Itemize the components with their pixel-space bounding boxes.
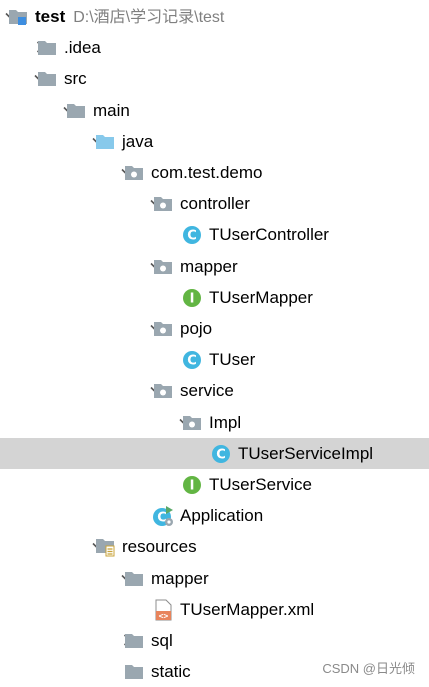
folder-icon — [123, 568, 145, 590]
node-name: mapper — [180, 256, 238, 276]
resources-folder-icon — [94, 536, 116, 558]
tree-node-sql[interactable]: sql — [0, 625, 429, 656]
tree-node-tuserservice[interactable]: I TUserService — [0, 469, 429, 500]
node-name: sql — [151, 631, 173, 650]
class-icon: C — [181, 224, 203, 246]
node-name: TUser — [209, 350, 256, 370]
tree-node-tuserserviceimpl[interactable]: C TUserServiceImpl — [0, 437, 429, 469]
xml-file-icon: <> — [152, 599, 174, 621]
tree-node-test[interactable]: test D:\酒店\学习记录\test — [0, 1, 429, 32]
node-name: TUserMapper — [209, 287, 313, 307]
node-name: test — [35, 7, 66, 26]
node-name: controller — [180, 194, 250, 214]
folder-icon — [36, 68, 58, 90]
node-name: .idea — [64, 38, 101, 58]
tree-node-src[interactable]: src — [0, 63, 429, 94]
tree-node-label: TUserMapper.xml — [180, 600, 314, 620]
svg-text:C: C — [216, 447, 226, 462]
tree-node-label: mapper — [180, 257, 238, 277]
tree-node-impl[interactable]: Impl — [0, 407, 429, 438]
tree-node-label: resources — [122, 537, 197, 557]
package-icon — [181, 412, 203, 434]
tree-node-label: com.test.demo — [151, 163, 263, 183]
node-name: TUserMapper.xml — [180, 599, 315, 619]
tree-node-label: service — [180, 381, 234, 401]
svg-text:C: C — [187, 229, 197, 244]
node-name: resources — [122, 537, 197, 557]
node-name: pojo — [180, 319, 213, 338]
tree-node-controller[interactable]: controller — [0, 188, 429, 219]
watermark: CSDN @日光倾 — [322, 661, 415, 676]
tree-node-label: TUser — [209, 350, 255, 370]
tree-node-label: pojo — [180, 319, 212, 339]
folder-icon — [123, 630, 145, 652]
tree-node-service[interactable]: service — [0, 375, 429, 406]
interface-icon: I — [181, 474, 203, 496]
tree-node-label: TUserMapper — [209, 288, 313, 308]
tree-node-application[interactable]: C Application — [0, 500, 429, 531]
tree-node-resources[interactable]: resources — [0, 531, 429, 562]
tree-node-label: test D:\酒店\学习记录\test — [35, 7, 224, 28]
node-name: TUserServiceImpl — [238, 443, 374, 463]
tree-node-label: main — [93, 101, 130, 121]
node-name: TUserController — [209, 225, 329, 245]
tree-node-label: Impl — [209, 413, 241, 433]
tree-node-com-test-demo[interactable]: com.test.demo — [0, 157, 429, 188]
node-name: src — [64, 69, 87, 89]
package-icon — [152, 256, 174, 278]
tree-node-static[interactable]: static — [0, 656, 429, 687]
package-icon — [152, 193, 174, 215]
node-name: java — [122, 131, 154, 151]
tree-node-label: controller — [180, 194, 250, 214]
project-path: D:\酒店\学习记录\test — [73, 9, 225, 26]
folder-icon — [123, 661, 145, 683]
tree-node-tusermapper-xml[interactable]: <> TUserMapper.xml — [0, 594, 429, 625]
tree-node-label: sql — [151, 631, 173, 651]
tree-node-java[interactable]: java — [0, 126, 429, 157]
tree-node-label: TUserServiceImpl — [238, 444, 373, 464]
class-icon: C — [210, 443, 232, 465]
node-name: Application — [180, 506, 264, 526]
folder-icon — [65, 100, 87, 122]
node-name: static — [151, 662, 191, 682]
svg-text:I: I — [190, 479, 195, 494]
node-name: TUserService — [209, 475, 312, 494]
tree-node-tusercontroller[interactable]: C TUserController — [0, 219, 429, 250]
tree-node-label: Application — [180, 506, 263, 526]
tree-node-idea[interactable]: .idea — [0, 32, 429, 63]
tree-node-label: src — [64, 69, 87, 89]
tree-node-mapper[interactable]: mapper — [0, 251, 429, 282]
tree-node-tusermapper[interactable]: I TUserMapper — [0, 282, 429, 313]
tree-node-label: TUserService — [209, 475, 312, 495]
tree-node-tuser[interactable]: C TUser — [0, 344, 429, 375]
svg-text:C: C — [187, 354, 197, 369]
package-icon — [152, 318, 174, 340]
svg-text:I: I — [190, 291, 195, 306]
folder-icon — [36, 37, 58, 59]
tree-node-label: mapper — [151, 569, 209, 589]
tree-node-pojo[interactable]: pojo — [0, 313, 429, 344]
tree-node-label: .idea — [64, 38, 101, 58]
svg-text:<>: <> — [159, 611, 169, 620]
tree-node-label: TUserController — [209, 225, 329, 245]
package-icon — [152, 380, 174, 402]
interface-icon: I — [181, 287, 203, 309]
tree-node-mapper[interactable]: mapper — [0, 563, 429, 594]
tree-node-label: static — [151, 662, 191, 682]
source-folder-icon — [94, 131, 116, 153]
tree-node-label: java — [122, 132, 153, 152]
class-icon: C — [181, 349, 203, 371]
node-name: com.test.demo — [151, 163, 263, 182]
module-icon — [7, 6, 29, 28]
package-icon — [123, 162, 145, 184]
node-name: Impl — [209, 412, 242, 432]
spring-boot-class-icon: C — [152, 505, 174, 527]
node-name: main — [93, 100, 130, 120]
svg-text:C: C — [157, 511, 167, 526]
tree-node-main[interactable]: main — [0, 95, 429, 126]
node-name: service — [180, 381, 234, 401]
node-name: mapper — [151, 568, 209, 588]
